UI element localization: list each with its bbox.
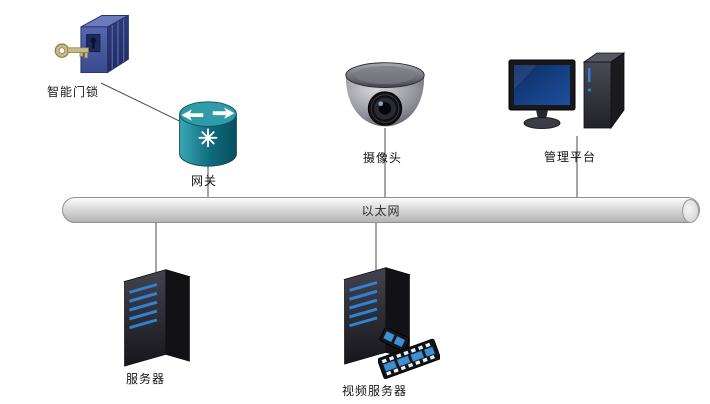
node-label-gateway: 网关: [191, 174, 218, 188]
node-gateway[interactable]: 网关: [174, 99, 242, 189]
node-label-management-platform: 管理平台: [544, 150, 597, 164]
node-smart-lock[interactable]: 智能门锁: [46, 6, 150, 106]
ethernet-bus[interactable]: 以太网: [62, 197, 700, 223]
node-server[interactable]: 服务器: [110, 256, 202, 388]
node-label-camera: 摄像头: [363, 151, 403, 165]
ethernet-bus-label: 以太网: [361, 203, 401, 218]
node-label-video-server: 视频服务器: [342, 384, 408, 398]
smart-lock-icon: [54, 14, 129, 74]
pipe-endcap: [682, 199, 699, 223]
node-label-smart-lock: 智能门锁: [47, 85, 100, 99]
node-video-server[interactable]: 视频服务器: [326, 254, 448, 400]
node-management-platform[interactable]: 管理平台: [505, 42, 633, 164]
server-tower-icon: [123, 269, 191, 367]
film-strip-icon: [378, 328, 440, 380]
node-camera[interactable]: 摄像头: [341, 60, 429, 165]
dome-camera-icon: [345, 62, 425, 127]
monitor-tower-icon: [508, 52, 626, 130]
node-label-server: 服务器: [126, 372, 166, 386]
router-icon: [179, 101, 237, 167]
